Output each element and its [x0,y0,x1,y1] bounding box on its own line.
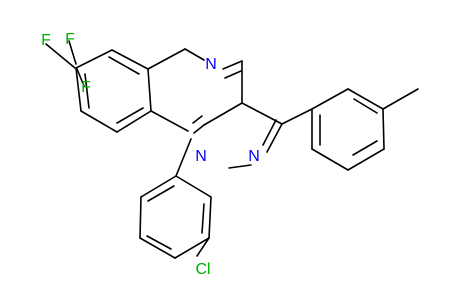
bond-26 [281,108,313,125]
bond-17 [203,102,243,126]
bond-31 [311,148,349,171]
bond-30 [347,148,385,171]
bond-25 [262,119,277,146]
bond-23 [266,123,283,153]
bond-44 [201,203,205,234]
bond-34 [352,140,378,156]
bond-3 [75,49,113,69]
bond-20 [150,110,189,132]
bond-0 [45,43,76,69]
bond-18 [193,124,205,134]
bond-37 [175,175,212,198]
atom-label-n1-pyrazole: N [195,148,207,165]
bond-4 [111,49,149,70]
atom-label-f3: F [81,79,91,96]
bond-28 [347,88,384,110]
bond-36 [382,88,419,110]
atom-label-n-quinoline: N [205,56,217,73]
atom-label-f1: F [41,32,51,49]
bond-1 [68,40,77,65]
bond-41 [139,237,176,259]
bond-15 [224,70,242,79]
bond-13 [184,48,205,61]
atom-label-f2: F [65,31,75,48]
bond-layer [45,40,419,259]
bond-11 [84,73,90,109]
bond-7 [80,110,118,133]
bond-29 [382,108,385,150]
atom-label-n2-pyrazole: N [248,148,260,165]
bond-14 [222,60,243,70]
bond-19 [192,115,203,124]
atom-label-cl: Cl [195,261,210,278]
bond-46 [147,185,175,202]
bond-10 [116,107,144,124]
bond-42 [139,196,142,239]
bond-40 [174,237,210,259]
bond-12 [147,48,186,70]
bond-39 [196,237,210,257]
bond-6 [116,110,152,133]
bond-2 [76,68,85,87]
bond-21 [175,138,192,177]
bond-38 [208,196,212,239]
bond-5 [147,68,152,112]
atom-label-layer: F F F N N N Cl [41,31,260,278]
bond-24 [228,164,252,169]
bond-27 [311,88,349,110]
bond-33 [353,98,378,114]
bond-9 [108,56,140,75]
bond-43 [140,175,177,198]
bond-45 [146,235,172,250]
bond-8 [75,67,82,112]
